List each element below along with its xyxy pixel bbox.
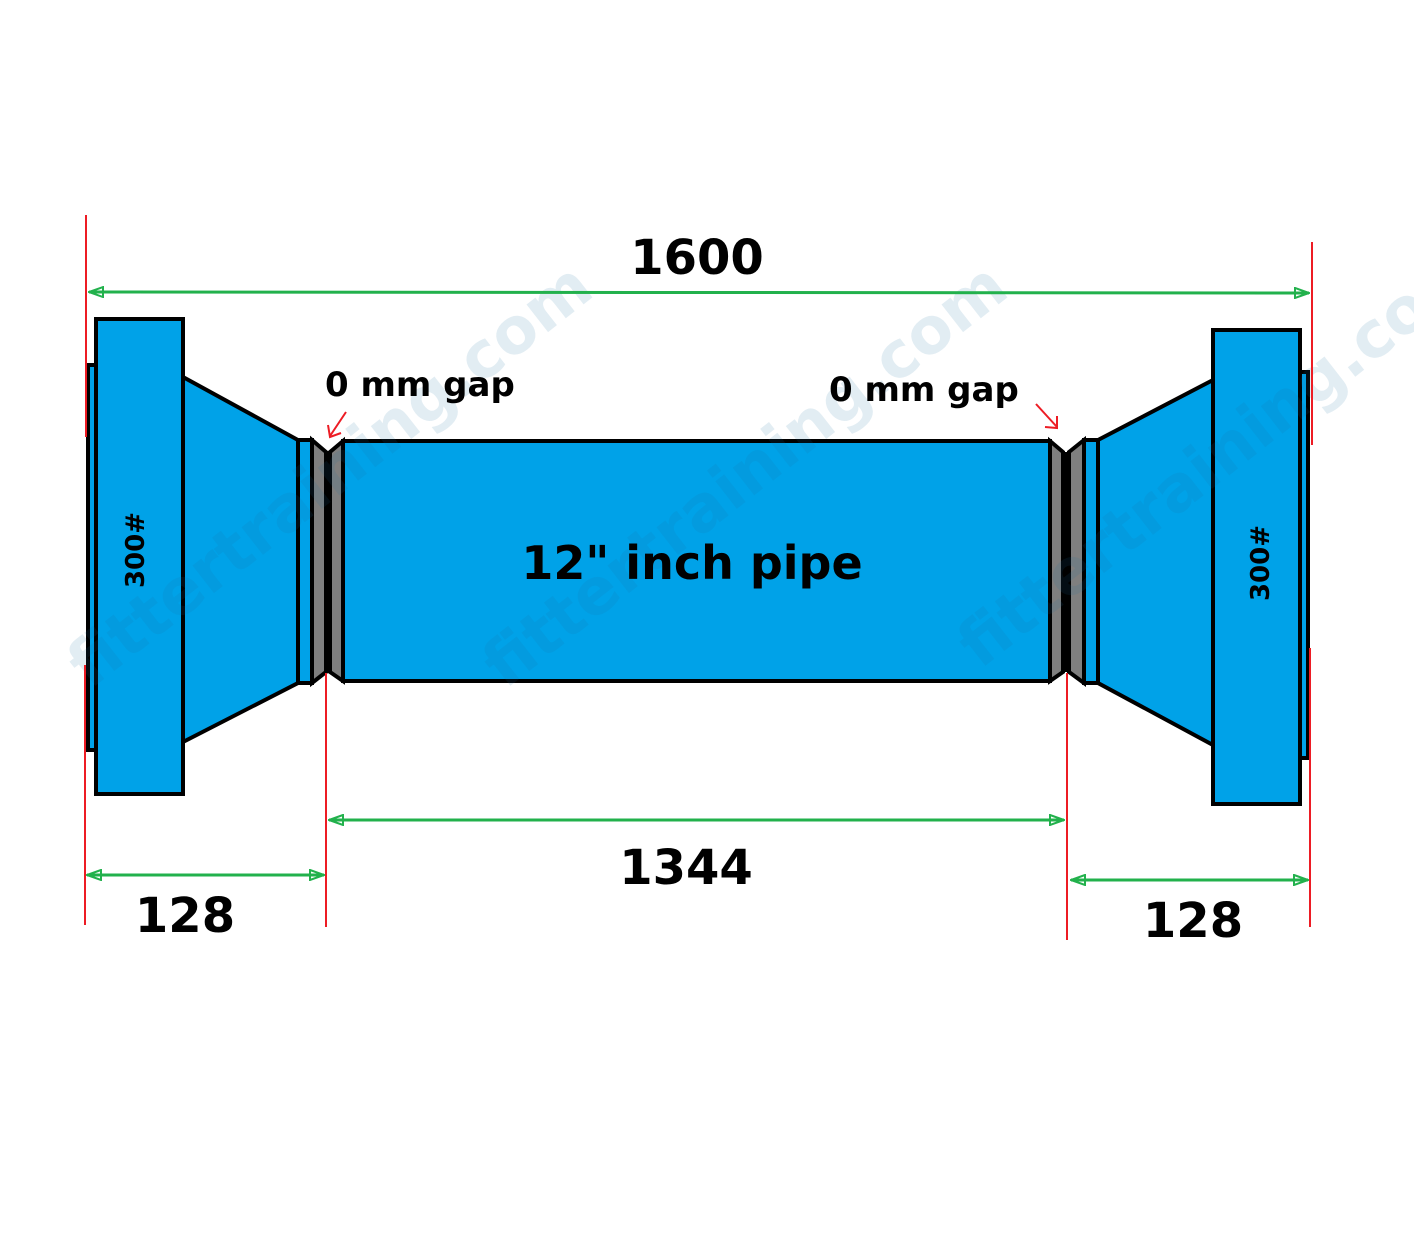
right-flange-rating: 300# — [1246, 525, 1276, 601]
gap-arrow-right-head — [1044, 416, 1058, 430]
dimension-overall-label: 1600 — [630, 230, 764, 286]
extension-lines — [84, 215, 1313, 940]
right-flange-assembly — [1048, 328, 1310, 806]
dimension-pipe-label: 1344 — [619, 840, 753, 896]
gap-arrow-left-head — [327, 424, 342, 439]
dimension-lines — [87, 292, 1309, 880]
right-gap-label: 0 mm gap — [829, 370, 1019, 410]
gap-arrow-left-line — [329, 411, 347, 437]
left-flange-rating: 300# — [121, 512, 151, 588]
left-flange-assembly — [86, 317, 345, 796]
gap-arrow-right-line — [1035, 403, 1058, 428]
left-weld — [325, 452, 330, 672]
left-gap-label: 0 mm gap — [325, 365, 515, 405]
right-weld — [1063, 452, 1069, 672]
pipe-body — [341, 439, 1052, 683]
right-flange-face — [1298, 370, 1310, 760]
dimension-right-label: 128 — [1143, 893, 1243, 949]
pipe-label: 12" inch pipe — [521, 536, 862, 590]
dimension-left-label: 128 — [135, 888, 235, 944]
dimension-line-overall — [89, 292, 1309, 293]
